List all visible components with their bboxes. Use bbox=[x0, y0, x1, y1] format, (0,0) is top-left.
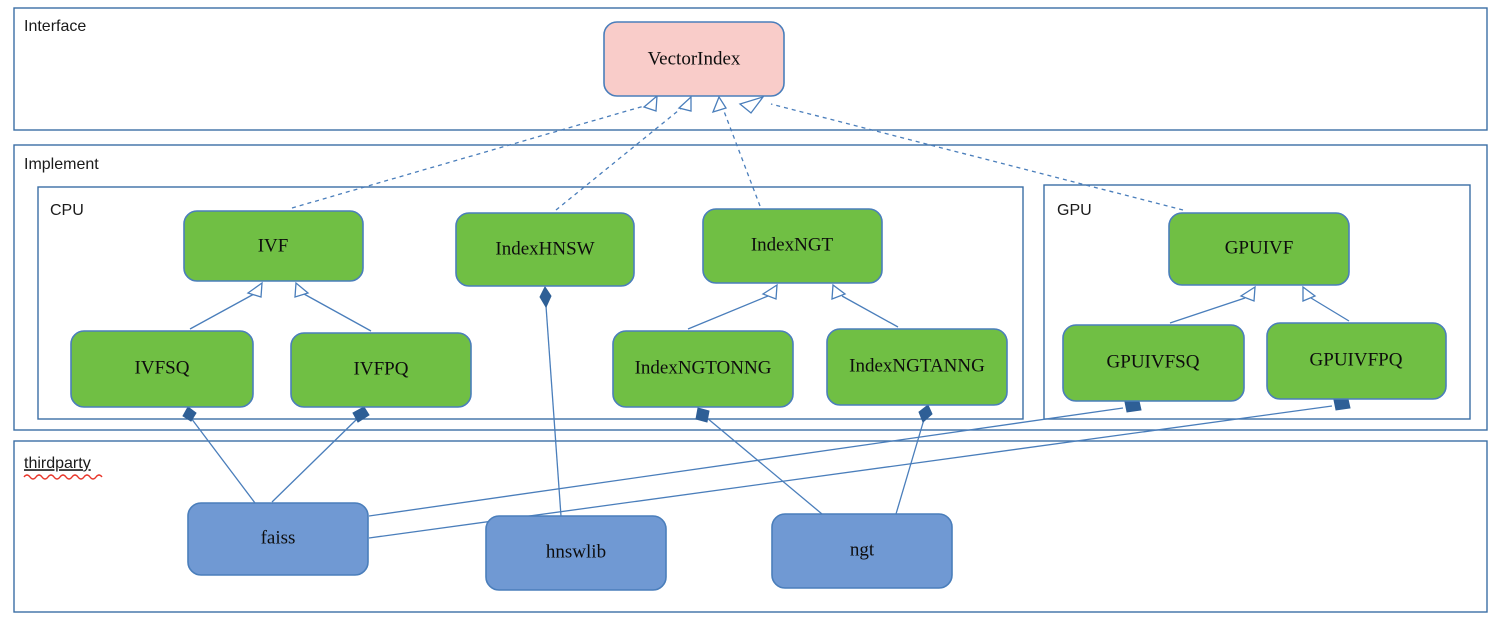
node-indexngtanng-rect[interactable] bbox=[826, 328, 1008, 406]
edge-indexhnsw-vectorindex-arrowhead bbox=[677, 95, 692, 112]
edge-faiss-gpuivfsq bbox=[368, 407, 1124, 517]
edge-faiss-gpuivfsq-diamond bbox=[1124, 400, 1142, 413]
edge-ivfsq-ivf bbox=[189, 293, 255, 330]
node-vectorindex[interactable]: VectorIndex bbox=[603, 21, 785, 97]
edge-gpuivfsq-gpuivf bbox=[1169, 297, 1246, 324]
edge-indexngtonng-indexngt bbox=[687, 295, 769, 330]
node-hnswlib-label: hnswlib bbox=[546, 541, 606, 562]
edge-gpuivf-vectorindex-arrowhead bbox=[738, 95, 765, 114]
node-indexngtonng-rect[interactable] bbox=[612, 330, 794, 408]
edge-faiss-ivfpq bbox=[271, 417, 359, 503]
frame-thirdparty-label: thirdparty bbox=[24, 455, 91, 472]
edge-faiss-ivfsq bbox=[190, 417, 256, 504]
node-ivfsq-label: IVFSQ bbox=[135, 357, 190, 378]
edge-gpuivfpq-gpuivf bbox=[1310, 297, 1350, 322]
node-faiss-rect[interactable] bbox=[187, 502, 369, 576]
node-ivfpq-rect[interactable] bbox=[290, 332, 472, 408]
node-gpuivfsq[interactable]: GPUIVFSQ bbox=[1062, 324, 1245, 402]
node-hnswlib-rect[interactable] bbox=[485, 515, 667, 591]
edge-ngt-indexngtonng-diamond bbox=[695, 407, 710, 423]
spellcheck-squiggle-icon bbox=[23, 474, 103, 480]
edge-ngt-indexngtanng bbox=[895, 415, 926, 515]
edges-composition bbox=[182, 286, 1351, 539]
node-indexhnsw-rect[interactable] bbox=[455, 212, 635, 287]
node-gpuivfsq-label: GPUIVFSQ bbox=[1107, 351, 1200, 372]
frame-interface-label: Interface bbox=[24, 18, 86, 35]
node-ivfpq-label: IVFPQ bbox=[354, 358, 409, 379]
node-ivf[interactable]: IVF bbox=[183, 210, 364, 282]
edge-ngt-indexngtonng bbox=[706, 417, 823, 515]
edge-indexngtanng-indexngt-arrowhead bbox=[831, 283, 847, 300]
node-ivfpq[interactable]: IVFPQ bbox=[290, 332, 472, 408]
edge-indexngtanng-indexngt bbox=[841, 295, 899, 328]
node-faiss-label: faiss bbox=[261, 527, 296, 548]
edge-ivfsq-ivf-arrowhead bbox=[246, 281, 263, 298]
node-gpuivfpq[interactable]: GPUIVFPQ bbox=[1266, 322, 1447, 400]
edge-hnswlib-indexhnsw bbox=[545, 305, 562, 517]
node-vectorindex-label: VectorIndex bbox=[648, 48, 741, 69]
frame-cpu-label: CPU bbox=[50, 202, 84, 219]
node-gpuivfpq-label: GPUIVFPQ bbox=[1310, 349, 1403, 370]
node-indexngtonng[interactable]: IndexNGTONNG bbox=[612, 330, 794, 408]
node-indexngt-rect[interactable] bbox=[702, 208, 883, 284]
edge-gpuivfsq-gpuivf-arrowhead bbox=[1239, 285, 1256, 302]
frame-implement-label: Implement bbox=[24, 156, 99, 173]
node-gpuivfpq-rect[interactable] bbox=[1266, 322, 1447, 400]
edges-inheritance bbox=[189, 281, 1350, 332]
edge-faiss-ivfsq-diamond bbox=[182, 406, 197, 422]
node-indexhnsw-label: IndexHNSW bbox=[495, 238, 594, 259]
edge-faiss-ivfpq-diamond bbox=[352, 406, 370, 423]
node-indexngtonng-label: IndexNGTONNG bbox=[635, 357, 772, 378]
frame-gpu-label: GPU bbox=[1057, 202, 1092, 219]
edge-indexngtonng-indexngt-arrowhead bbox=[761, 283, 778, 300]
edge-gpuivf-vectorindex bbox=[770, 103, 1184, 211]
node-gpuivf-label: GPUIVF bbox=[1225, 237, 1294, 258]
edge-ivfpq-ivf bbox=[303, 293, 372, 332]
edge-indexhnsw-vectorindex bbox=[555, 105, 685, 211]
node-ivf-label: IVF bbox=[258, 235, 289, 256]
edge-indexngt-vectorindex bbox=[721, 105, 761, 207]
node-ngt-label: ngt bbox=[850, 539, 875, 560]
edge-ivfpq-ivf-arrowhead bbox=[294, 281, 310, 298]
node-indexngtanng-label: IndexNGTANNG bbox=[849, 355, 985, 376]
node-ngt-rect[interactable] bbox=[771, 513, 953, 589]
edges-realization bbox=[291, 94, 1184, 211]
node-hnswlib[interactable]: hnswlib bbox=[485, 515, 667, 591]
node-ngt[interactable]: ngt bbox=[771, 513, 953, 589]
nodes-layer: VectorIndex IVF IndexHNSW IndexNGT GPUIV… bbox=[70, 21, 1447, 591]
edge-indexngt-vectorindex-arrowhead bbox=[711, 95, 728, 114]
node-indexhnsw[interactable]: IndexHNSW bbox=[455, 212, 635, 287]
node-ivf-rect[interactable] bbox=[183, 210, 364, 282]
edge-hnswlib-indexhnsw-diamond bbox=[539, 286, 552, 309]
node-vectorindex-rect[interactable] bbox=[603, 21, 785, 97]
edge-ivf-vectorindex bbox=[291, 103, 652, 209]
edge-ivf-vectorindex-arrowhead bbox=[642, 94, 658, 112]
node-ivfsq[interactable]: IVFSQ bbox=[70, 330, 254, 408]
edge-gpuivfpq-gpuivf-arrowhead bbox=[1302, 285, 1317, 302]
edge-faiss-gpuivfpq-diamond bbox=[1333, 398, 1351, 411]
node-indexngtanng[interactable]: IndexNGTANNG bbox=[826, 328, 1008, 406]
node-ivfsq-rect[interactable] bbox=[70, 330, 254, 408]
node-gpuivfsq-rect[interactable] bbox=[1062, 324, 1245, 402]
node-faiss[interactable]: faiss bbox=[187, 502, 369, 576]
node-gpuivf-rect[interactable] bbox=[1168, 212, 1350, 286]
node-gpuivf[interactable]: GPUIVF bbox=[1168, 212, 1350, 286]
node-indexngt-label: IndexNGT bbox=[751, 234, 834, 255]
node-indexngt[interactable]: IndexNGT bbox=[702, 208, 883, 284]
edge-ngt-indexngtanng-diamond bbox=[918, 404, 933, 423]
